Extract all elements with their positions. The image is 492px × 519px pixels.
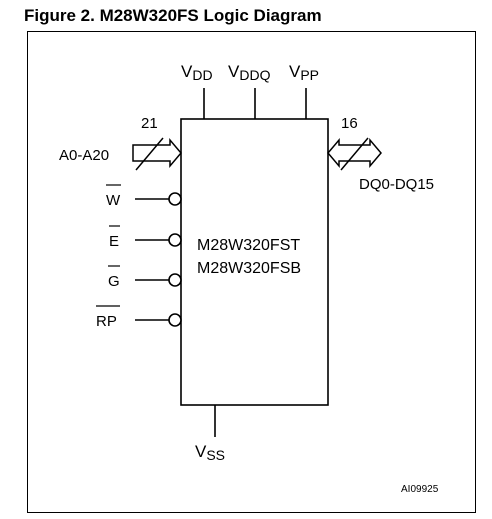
data-bus-arrow bbox=[327, 137, 382, 171]
vddq-label: VDDQ bbox=[228, 62, 271, 83]
g-pin bbox=[135, 273, 182, 287]
e-pin bbox=[135, 233, 182, 247]
address-bus-width: 21 bbox=[141, 115, 158, 132]
chip-body bbox=[180, 118, 329, 406]
w-pin bbox=[135, 192, 182, 206]
address-bus-arrow bbox=[132, 137, 182, 171]
chip-name-bottom: M28W320FSB bbox=[197, 260, 301, 277]
rp-pin bbox=[135, 313, 182, 327]
vdd-label: VDD bbox=[181, 62, 213, 83]
e-pin-label: E bbox=[109, 233, 119, 250]
data-bus-width: 16 bbox=[341, 115, 358, 132]
vss-label: VSS bbox=[195, 442, 225, 463]
data-bus-label: DQ0-DQ15 bbox=[359, 176, 434, 193]
chip-name-top: M28W320FST bbox=[197, 237, 300, 254]
figure-title: Figure 2. M28W320FS Logic Diagram bbox=[24, 6, 322, 25]
address-bus-label: A0-A20 bbox=[59, 147, 109, 164]
diagram-frame bbox=[27, 31, 476, 513]
vpp-label: VPP bbox=[289, 62, 319, 83]
rp-pin-label: RP bbox=[96, 313, 117, 330]
g-pin-label: G bbox=[108, 273, 120, 290]
reference-code: AI09925 bbox=[401, 484, 439, 495]
w-pin-label: W bbox=[106, 192, 121, 209]
